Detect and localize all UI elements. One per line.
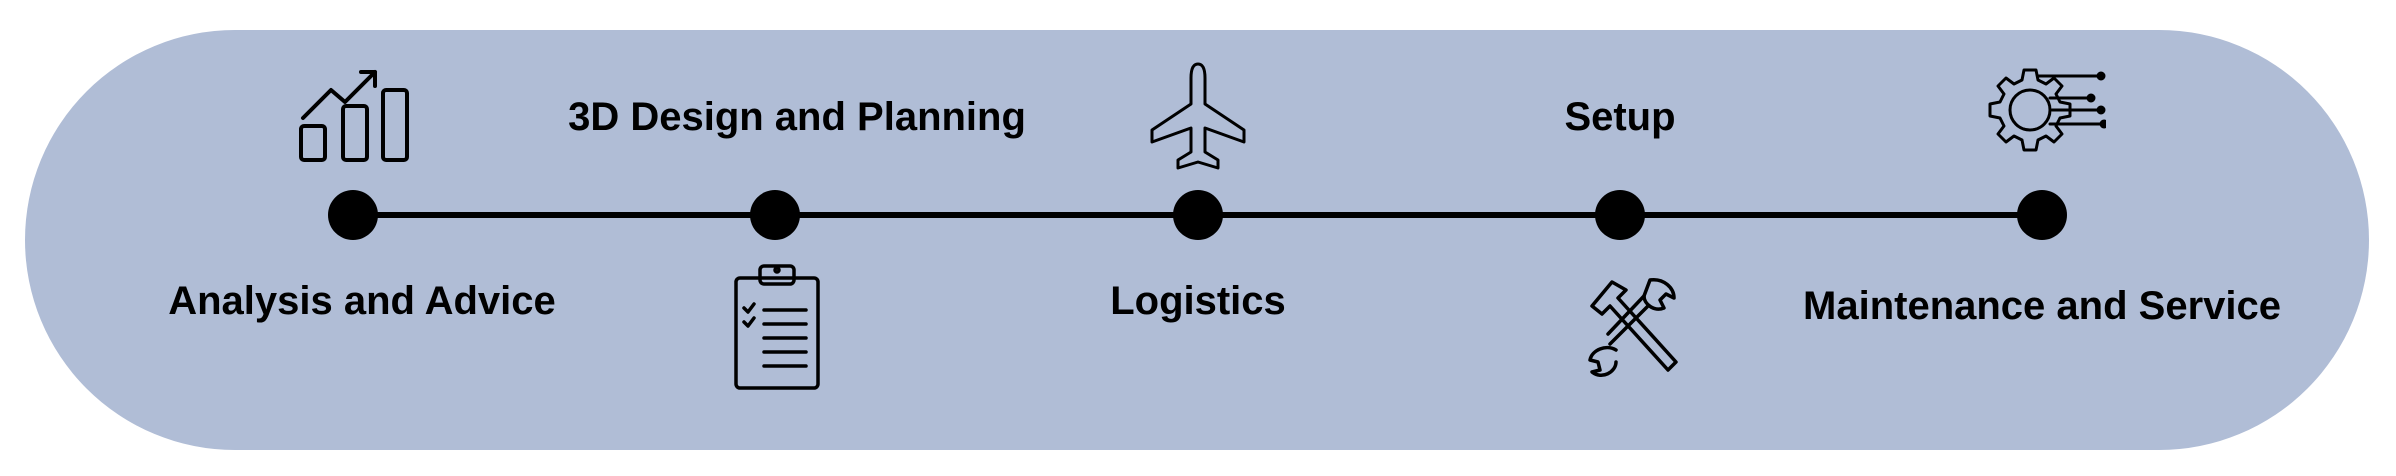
step-3-label: Logistics bbox=[1110, 279, 1286, 323]
bar-chart-growth-icon bbox=[295, 66, 415, 166]
gear-circuit-icon bbox=[1980, 64, 2106, 170]
timeline-node-4 bbox=[1595, 190, 1645, 240]
timeline-node-1 bbox=[328, 190, 378, 240]
clipboard-checklist-icon bbox=[732, 260, 822, 392]
step-5-label: Maintenance and Service bbox=[1803, 284, 2281, 328]
timeline-node-5 bbox=[2017, 190, 2067, 240]
timeline-background bbox=[25, 30, 2369, 450]
hammer-wrench-icon bbox=[1578, 272, 1686, 380]
timeline-node-2 bbox=[750, 190, 800, 240]
step-4-label: Setup bbox=[1564, 95, 1676, 139]
timeline-node-3 bbox=[1173, 190, 1223, 240]
step-1-label: Analysis and Advice bbox=[168, 279, 556, 323]
step-2-label: 3D Design and Planning bbox=[568, 95, 1026, 139]
airplane-icon bbox=[1146, 60, 1250, 170]
